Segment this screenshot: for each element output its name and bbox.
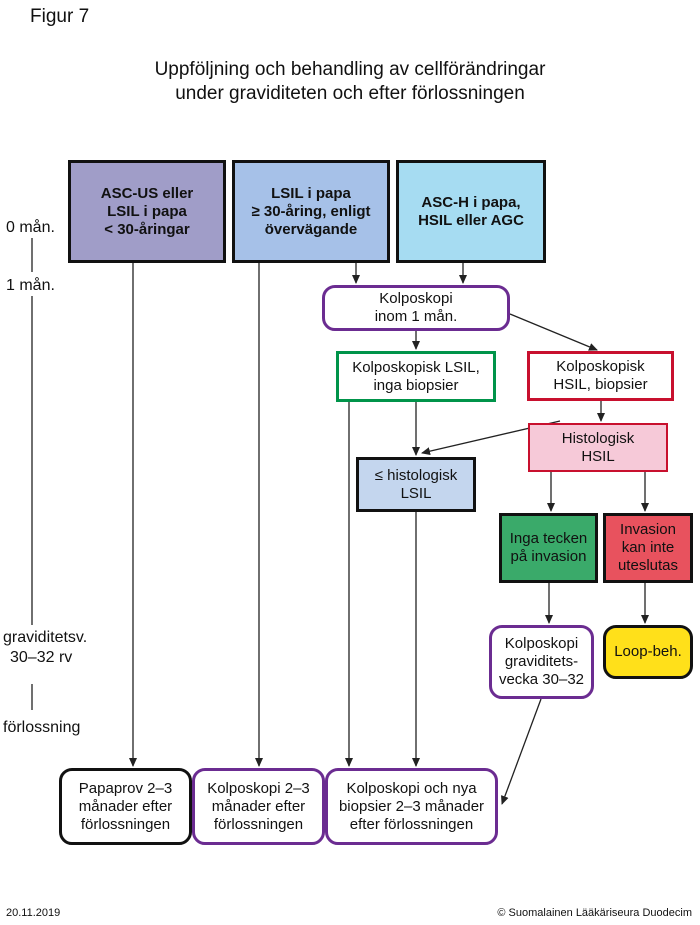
timeline-birth: förlossning xyxy=(3,719,81,736)
timeline-pregnancy-week: graviditetsv. xyxy=(3,629,88,646)
box-no-invasion: Inga tecken på invasion xyxy=(499,513,598,583)
box-invasion-not-excluded: Invasion kan inte uteslutas xyxy=(603,513,693,583)
box-lsil-over-30: LSIL i papa ≥ 30-åring, enligt övervägan… xyxy=(232,160,390,263)
box-histologic-hsil: Histologisk HSIL xyxy=(528,423,668,472)
title-line-2: under graviditeten och efter förlossning… xyxy=(175,83,525,104)
box-histologic-lsil-or-less: ≤ histologisk LSIL xyxy=(356,457,476,512)
title-line-1: Uppföljning och behandling av cellföränd… xyxy=(154,59,546,80)
box-colposcopy-after-birth: Kolposkopi 2–3 månader efter förlossning… xyxy=(192,768,325,845)
box-colposcopic-hsil: Kolposkopisk HSIL, biopsier xyxy=(527,351,674,401)
box-loop-treatment: Loop-beh. xyxy=(603,625,693,679)
timeline-0-months: 0 mån. xyxy=(6,219,55,236)
box-ascus-lsil-under-30: ASC-US eller LSIL i papa < 30-åringar xyxy=(68,160,226,263)
timeline-1-month: 1 mån. xyxy=(6,277,55,294)
footer-date: 20.11.2019 xyxy=(6,907,61,919)
arrow-kolpo1-khsil xyxy=(509,313,598,351)
figure-label: Figur 7 xyxy=(30,6,90,27)
box-asch-hsil-agc: ASC-H i papa, HSIL eller AGC xyxy=(396,160,546,263)
box-pap-test-after-birth: Papaprov 2–3 månader efter förlossningen xyxy=(59,768,192,845)
box-colposcopic-lsil: Kolposkopisk LSIL, inga biopsier xyxy=(336,351,496,402)
footer-copyright: © Suomalainen Lääkäriseura Duodecim xyxy=(497,907,692,919)
arrow-kolpogv-biopsy xyxy=(501,698,542,805)
box-colposcopy-1-month: Kolposkopi inom 1 mån. xyxy=(322,285,510,331)
timeline-week-30-32: 30–32 rv xyxy=(10,649,73,666)
box-colposcopy-biopsy-after-birth: Kolposkopi och nya biopsier 2–3 månader … xyxy=(325,768,498,845)
diagram-title: Uppföljning och behandling av cellföränd… xyxy=(0,58,700,106)
box-colposcopy-week-30-32: Kolposkopi graviditets- vecka 30–32 xyxy=(489,625,594,699)
